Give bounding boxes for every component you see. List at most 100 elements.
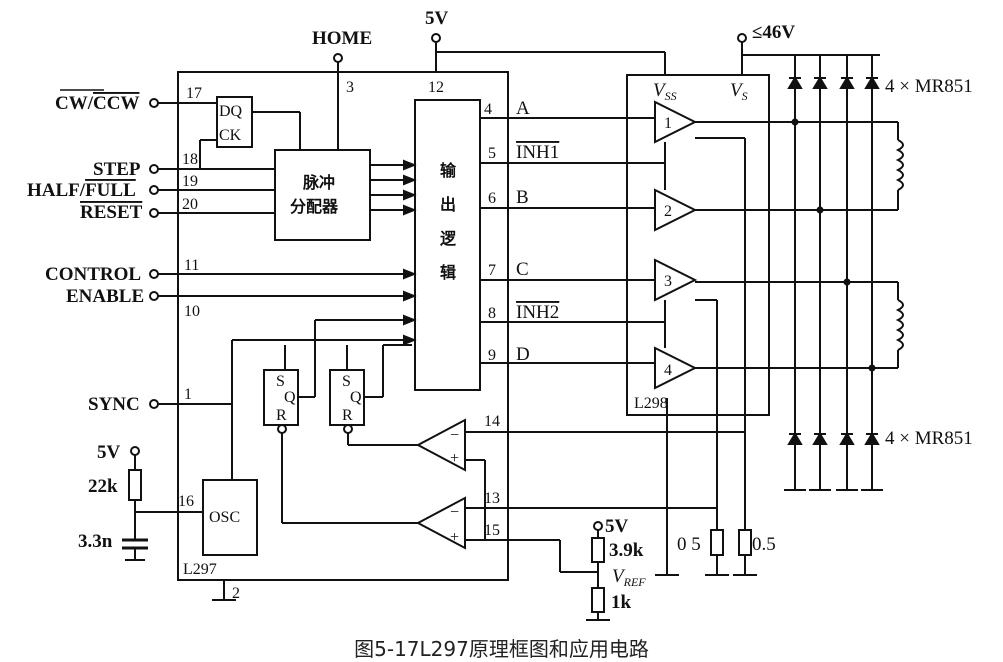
svg-text:4: 4 (484, 101, 492, 118)
svg-text:16: 16 (178, 493, 194, 510)
svg-text:3: 3 (346, 79, 354, 96)
input-control: CONTROL 11 (45, 257, 417, 285)
svg-text:OSC: OSC (209, 509, 240, 526)
l297-label: L297 (183, 561, 217, 578)
svg-text:1: 1 (184, 386, 192, 403)
svg-text:10: 10 (184, 303, 200, 320)
motor-supply: ≤46V (737, 22, 880, 75)
svg-text:逻: 逻 (440, 229, 457, 248)
svg-text:5V: 5V (605, 516, 629, 537)
diodes-top-label: 4 × MR851 (885, 76, 973, 97)
svg-text:3.9k: 3.9k (609, 540, 644, 561)
svg-text:5V: 5V (425, 8, 449, 29)
svg-text:≤46V: ≤46V (752, 22, 795, 43)
svg-text:2: 2 (232, 585, 240, 602)
input-step: STEP 18 (93, 139, 275, 180)
svg-text:1: 1 (664, 115, 672, 132)
svg-text:0 5: 0 5 (677, 534, 701, 555)
input-enable: ENABLE 10 (66, 286, 417, 320)
svg-text:VREF: VREF (612, 566, 646, 589)
driver-amp-1: 1 (654, 100, 898, 144)
svg-text:STEP: STEP (93, 159, 141, 180)
motor-winding-2 (895, 282, 904, 368)
svg-text:C: C (516, 259, 529, 280)
svg-text:20: 20 (182, 196, 198, 213)
figure-caption: 图5-17L297原理框图和应用电路 (354, 637, 649, 661)
svg-text:S: S (276, 373, 285, 390)
output-lines: 4 A 5 INH1 6 B 7 C 8 INH2 9 D (480, 98, 665, 365)
svg-text:CK: CK (219, 127, 242, 144)
l298-chip-outline (626, 74, 770, 416)
svg-text:INH1: INH1 (516, 142, 559, 163)
sr-flipflop-1: S Q R (263, 314, 417, 434)
svg-text:8: 8 (488, 305, 496, 322)
diode-array (784, 55, 883, 491)
svg-text:DQ: DQ (219, 103, 243, 120)
svg-text:6: 6 (488, 190, 496, 207)
vref-divider: 5V 3.9k VREF 1k (559, 516, 646, 621)
svg-text:22k: 22k (88, 476, 118, 497)
input-reset: RESET 20 (80, 196, 275, 223)
vs-label: VS (730, 80, 748, 103)
output-logic-block: 输 出 逻 辑 (414, 99, 481, 391)
svg-text:HALF/FULL: HALF/FULL (27, 180, 136, 201)
l297-chip-outline (177, 71, 509, 581)
svg-text:2: 2 (664, 203, 672, 220)
svg-text:R: R (276, 407, 287, 424)
svg-text:13: 13 (484, 490, 500, 507)
svg-text:4: 4 (664, 362, 672, 379)
driver-amp-3: 3 (654, 258, 898, 302)
logic-supply: 5V 12 (425, 8, 666, 96)
input-cw-ccw: CW/CCW 17 (55, 85, 217, 114)
svg-text:5V: 5V (97, 442, 121, 463)
svg-text:17: 17 (186, 85, 202, 102)
svg-text:14: 14 (484, 413, 500, 430)
diodes-bottom-label: 4 × MR851 (885, 428, 973, 449)
pulse-distributor-block: 脉冲 分配器 (274, 149, 371, 241)
svg-text:ENABLE: ENABLE (66, 286, 144, 307)
rc-network: 5V 22k 3.3n (78, 442, 148, 561)
sr-flipflop-2: S Q R (329, 344, 412, 434)
svg-text:INH2: INH2 (516, 302, 559, 323)
motor-winding-1 (895, 122, 904, 210)
svg-text:12: 12 (428, 79, 444, 96)
svg-text:5: 5 (488, 145, 496, 162)
svg-text:RESET: RESET (80, 202, 143, 223)
svg-text:输: 输 (440, 161, 457, 180)
ground-pin: 2 (212, 580, 240, 602)
driver-amp-2: 2 (654, 188, 898, 232)
input-half-full: HALF/FULL 19 (27, 173, 275, 201)
svg-text:脉冲: 脉冲 (302, 173, 335, 192)
svg-text:R: R (342, 407, 353, 424)
svg-text:3: 3 (664, 273, 672, 290)
svg-text:15: 15 (484, 522, 500, 539)
svg-text:CW/CCW: CW/CCW (55, 93, 139, 114)
svg-text:0.5: 0.5 (752, 534, 776, 555)
svg-text:D: D (516, 344, 530, 365)
svg-text:11: 11 (184, 257, 199, 274)
svg-text:7: 7 (488, 262, 496, 279)
svg-text:3.3n: 3.3n (78, 531, 113, 552)
svg-text:−: − (450, 504, 459, 521)
svg-text:SYNC: SYNC (88, 394, 140, 415)
svg-text:A: A (516, 98, 530, 119)
svg-text:出: 出 (440, 195, 456, 214)
comparator-upper: − + 14 (347, 413, 745, 540)
svg-text:+: + (450, 529, 459, 546)
svg-text:S: S (342, 373, 351, 390)
driver-amp-4: 4 (654, 346, 898, 390)
svg-text:分配器: 分配器 (290, 197, 339, 216)
svg-text:+: + (450, 450, 459, 467)
svg-text:Q: Q (284, 389, 296, 406)
svg-text:HOME: HOME (312, 28, 372, 49)
sense-resistors: 0 5 0.5 (655, 137, 776, 576)
svg-text:18: 18 (182, 151, 198, 168)
comparator-lower: − + 13 15 (281, 433, 717, 550)
oscillator-block: OSC 16 (135, 479, 258, 556)
dq-flipflop: DQ CK (216, 96, 301, 150)
vss-label: VSS (653, 80, 677, 103)
svg-text:1k: 1k (611, 592, 632, 613)
svg-text:CONTROL: CONTROL (45, 264, 141, 285)
svg-text:辑: 辑 (440, 263, 456, 282)
